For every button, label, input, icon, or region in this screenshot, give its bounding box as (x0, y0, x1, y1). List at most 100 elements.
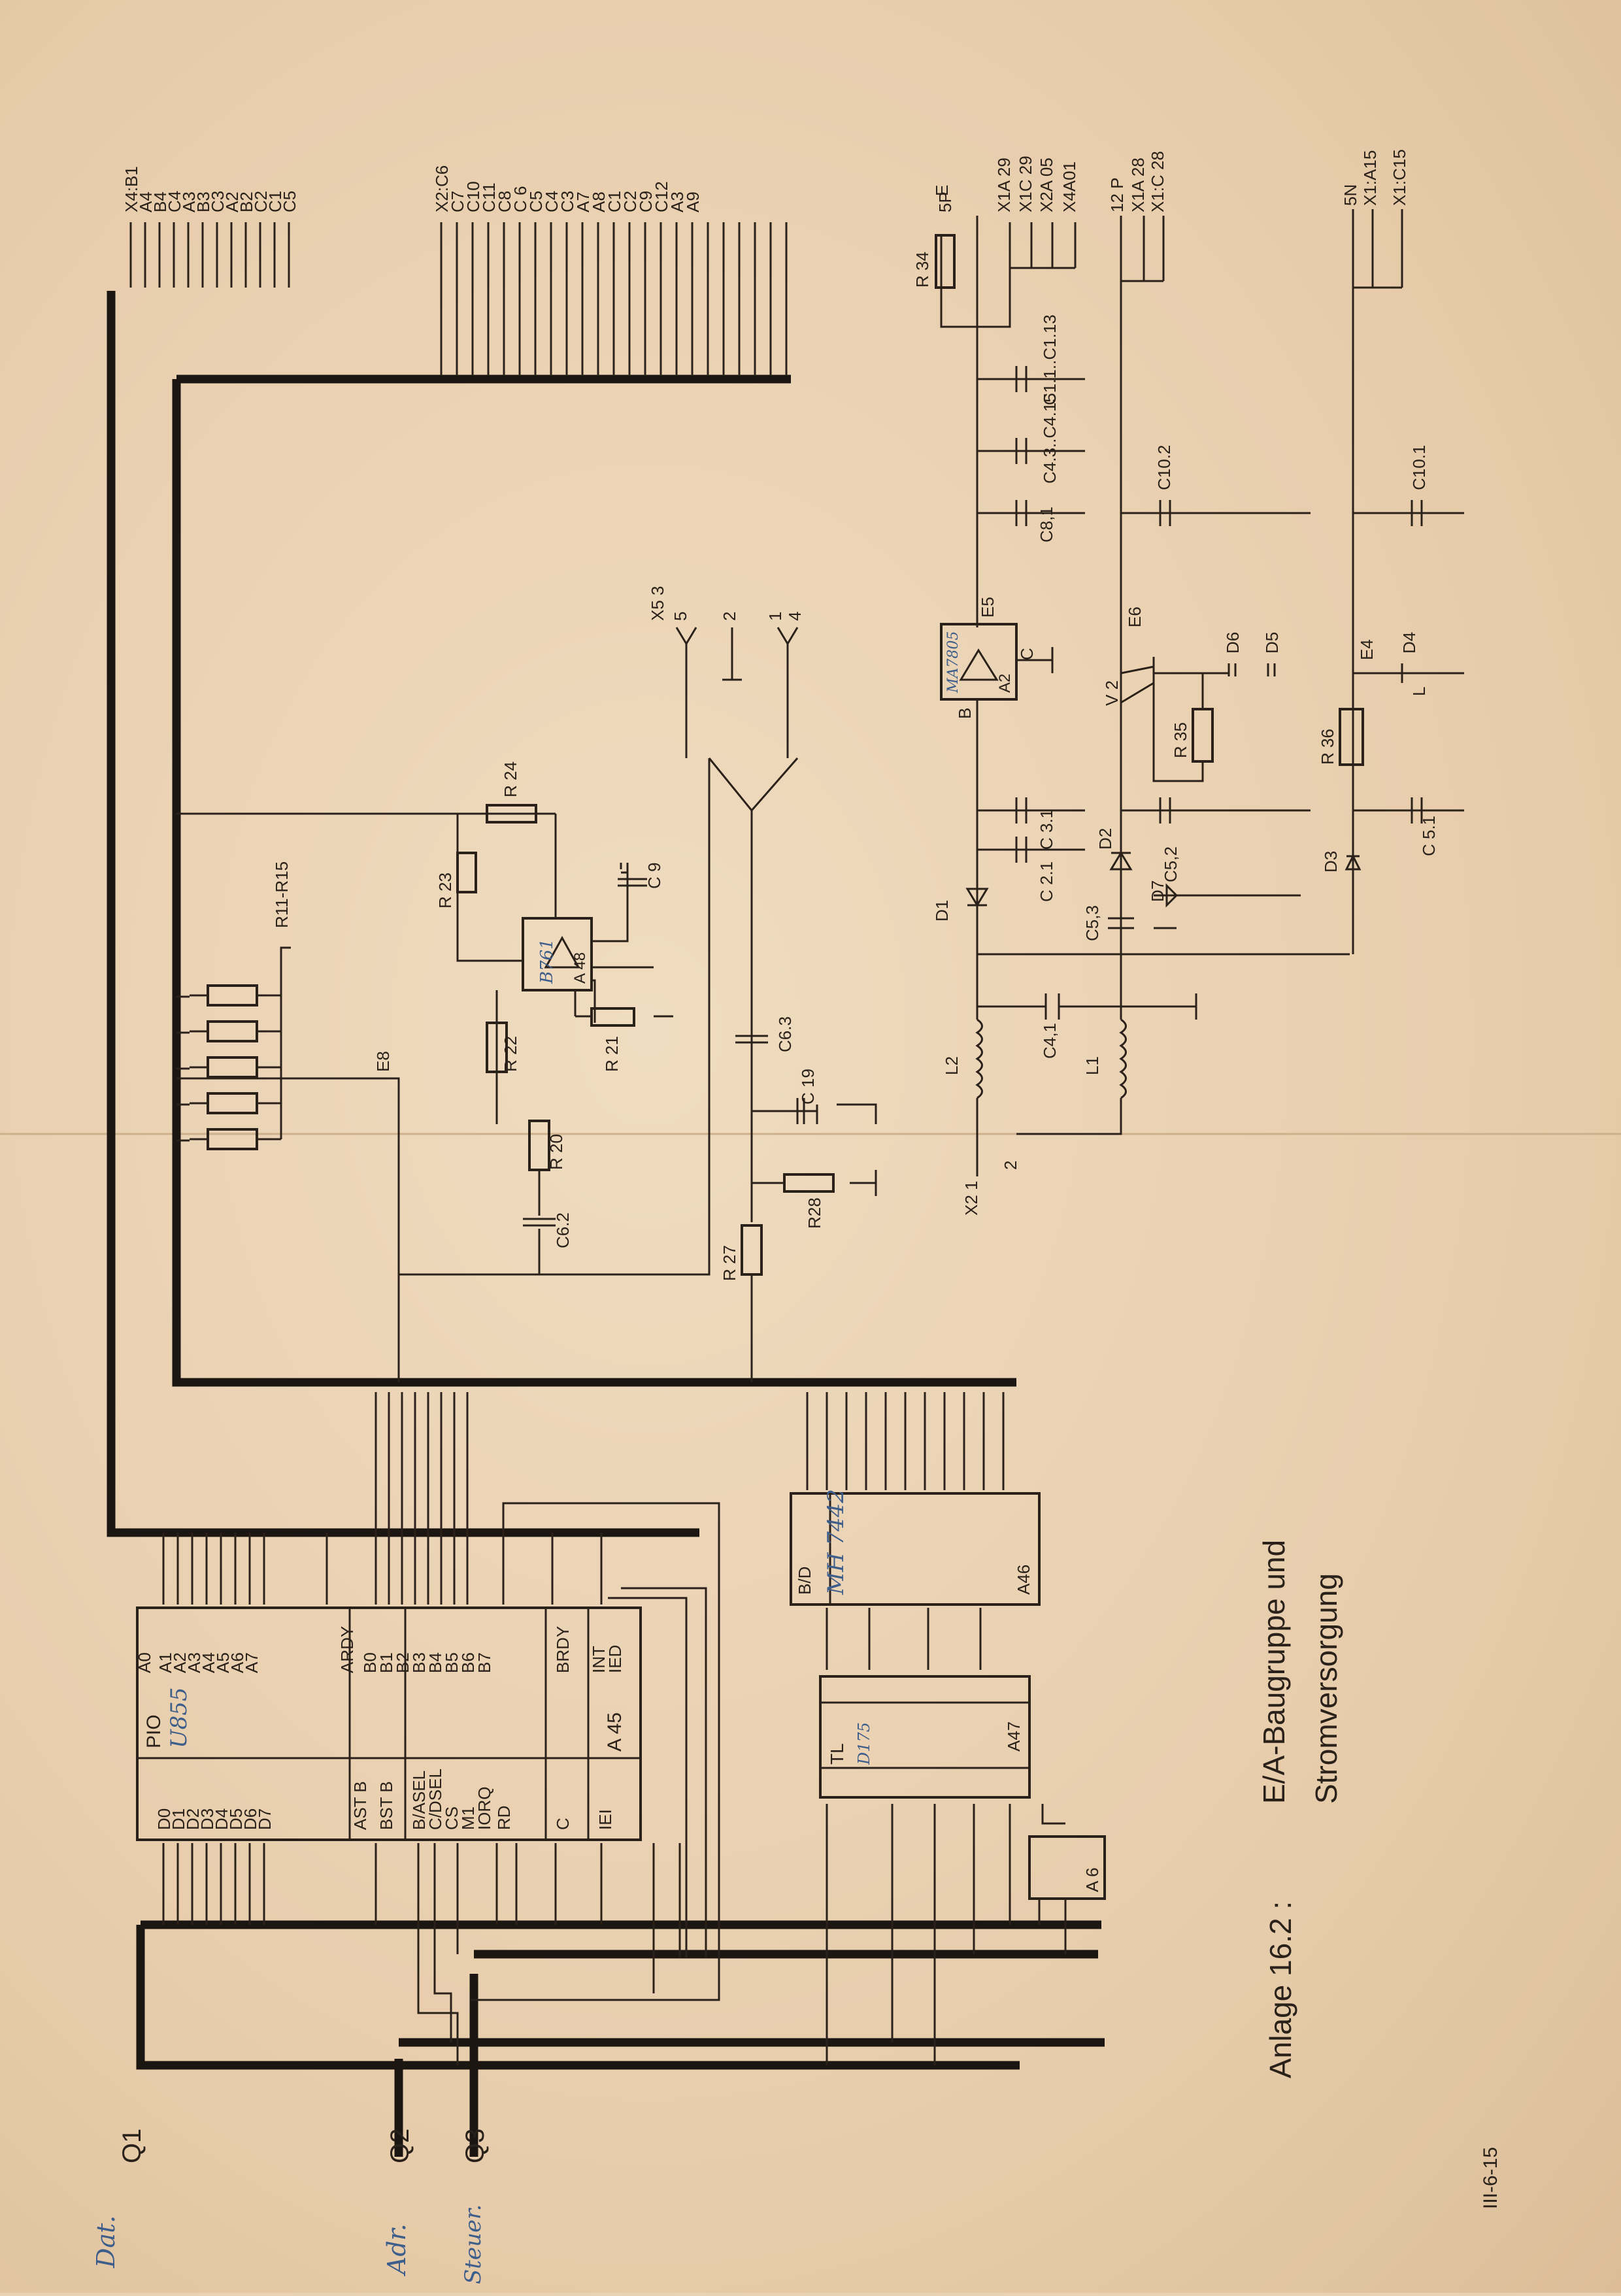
pio-pin-label: INT (589, 1646, 609, 1673)
pio-pin-label: D3 (197, 1808, 217, 1830)
a46-wires (806, 1392, 1005, 1660)
x4-label: A4 (136, 191, 156, 212)
label-node-e5: E5 (978, 597, 997, 618)
pio-pin-label: CS (442, 1806, 461, 1830)
c9-label: C 9 (644, 863, 664, 889)
connector-x5 (675, 627, 799, 758)
pio-labels: PIO U855 A 45 D0 D1 D2 D3 D4 D5 D6 D7 AS… (135, 1626, 626, 1830)
bus-label-q2: Q2 (386, 2129, 414, 2163)
pio-pin-label: B0 (360, 1652, 380, 1673)
label-x1c28: X1:C 28 (1148, 151, 1167, 212)
pio-pin-label: D1 (169, 1808, 188, 1830)
label-node-e6: E6 (1125, 607, 1145, 627)
pio-pin-label: B/ASEL (409, 1771, 429, 1830)
c81-label: C8,1 (1037, 507, 1056, 542)
label-x5-5: 5 (671, 612, 690, 621)
r27-label: R 27 (720, 1245, 739, 1281)
a2-type: MA7805 (945, 631, 961, 693)
c53-label: C5,3 (1082, 905, 1102, 941)
component-labels: R11-R15 R 20 R 21 R 22 R 23 R 24 R 27 R2… (272, 252, 1439, 1281)
c62-label: C6.2 (553, 1212, 573, 1248)
a6-wires (1038, 1899, 1067, 1954)
c1-label: C1.1..C1.13 (1040, 314, 1060, 405)
l2-label: L2 (942, 1056, 961, 1075)
r11-r15-label: R11-R15 (272, 861, 292, 928)
d4-label: D4 (1399, 632, 1419, 654)
x4-label: B4 (150, 191, 170, 212)
x4-label: C2 (251, 191, 271, 212)
r20-label: R 20 (546, 1134, 566, 1170)
x2-label: X2:C6 (432, 165, 452, 212)
x2-label: C10 (463, 181, 483, 212)
c41-label: C4,1 (1040, 1023, 1060, 1059)
c102-label: C10.2 (1154, 445, 1174, 490)
a48-ref: A 48 (571, 952, 589, 984)
x4-label: C1 (265, 191, 285, 212)
x2-label: C1 (605, 191, 624, 212)
connector-x2-wires (440, 222, 788, 376)
x2-label: A3 (667, 191, 687, 212)
pio-pin-label: A4 (199, 1652, 218, 1673)
label-x2-1: X2 1 (961, 1181, 981, 1216)
bus-q2 (394, 2038, 1105, 2157)
label-x1a15: X1:A15 (1360, 150, 1380, 206)
label-x2a05: X2A 05 (1037, 158, 1056, 212)
r21-label: R 21 (602, 1036, 622, 1072)
pio-pin-label: M1 (458, 1806, 478, 1830)
label-x1c15: X1:C15 (1390, 149, 1409, 206)
x4-label: B2 (237, 191, 256, 212)
x2-label: A8 (589, 191, 609, 212)
r24-label: R 24 (501, 761, 520, 797)
pio-pin-label: B7 (475, 1652, 494, 1673)
x4-label: A2 (222, 191, 242, 212)
a47-ref: A47 (1004, 1722, 1024, 1752)
pio-pin-label: IORQ (475, 1787, 494, 1830)
power-supply-section (935, 209, 1464, 1176)
a46-name: B/D (795, 1567, 814, 1595)
pio-pin-label: D0 (154, 1808, 174, 1830)
r34-label: R 34 (912, 252, 932, 288)
c51-label: C 5.1 (1419, 816, 1439, 856)
pio-pin-label: D5 (226, 1808, 246, 1830)
pio-pin-label: D2 (183, 1808, 203, 1830)
c52-label: C5,2 (1161, 846, 1180, 882)
x2-label: A9 (683, 191, 703, 212)
c19-label: C 19 (798, 1069, 818, 1105)
pio-pin-label: A7 (242, 1652, 261, 1673)
x2-label: A7 (573, 191, 593, 212)
pio-name: PIO (143, 1714, 165, 1748)
title-block: Anlage 16.2 : E/A-Baugruppe und Stromver… (1257, 1540, 1343, 2078)
x2-label: C4 (542, 191, 561, 212)
handwriting-q1: Dat. (92, 2216, 120, 2269)
label-node-e: E (932, 185, 952, 196)
label-node-e4: E4 (1357, 639, 1377, 660)
power-connector-labels: 5P X1A 29 X1C 29 X2A 05 X4A01 12 P X1A 2… (373, 149, 1429, 1216)
pio-pin-label: A6 (227, 1652, 247, 1673)
x2-label: C11 (479, 182, 499, 212)
d3-label: D3 (1321, 851, 1341, 873)
x4-label: A3 (179, 191, 199, 212)
label-x1c29: X1C 29 (1016, 156, 1035, 212)
pio-pin-label: B1 (376, 1652, 396, 1673)
a48-type: B761 (537, 939, 557, 984)
c21-label: C 2.1 (1037, 861, 1056, 902)
x2-label: C3 (558, 191, 577, 212)
gate-a6-box (1028, 1835, 1106, 1900)
label-node-b: B (955, 708, 975, 719)
handwriting-q2: Adr. (382, 2223, 411, 2276)
a6-ref: A 6 (1082, 1867, 1102, 1892)
x2-label: C 6 (510, 186, 530, 212)
input-filter-section (539, 757, 877, 1382)
label-plus5: 5P (935, 191, 955, 212)
d7-label: D7 (1148, 880, 1167, 902)
pio-a45-box (136, 1606, 642, 1841)
pio-pin-label: A2 (170, 1652, 190, 1673)
pio-pin-label: A5 (213, 1652, 233, 1673)
d2-label: D2 (1095, 828, 1115, 850)
r36-label: R 36 (1318, 729, 1337, 765)
pio-pin-label: IEI (595, 1809, 615, 1830)
pio-pin-label: B3 (409, 1652, 429, 1673)
